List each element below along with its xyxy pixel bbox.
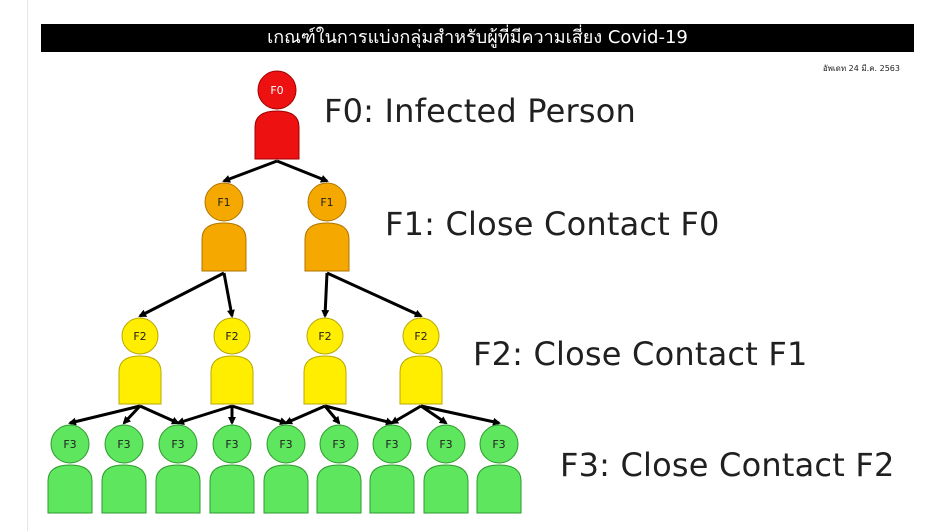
person-head: [104, 424, 144, 464]
person-id-text: F1: [217, 196, 230, 209]
contact-arrow: [420, 404, 448, 425]
person-body: [210, 355, 254, 405]
person-id-text: F3: [171, 438, 184, 451]
person-head: [158, 424, 198, 464]
contact-arrow: [284, 404, 326, 425]
person-body: [263, 464, 309, 514]
left-divider: [27, 0, 28, 531]
person-body: [118, 355, 162, 405]
person-f3: F3: [476, 424, 522, 514]
person-f3: F3: [101, 424, 147, 514]
person-id-text: F0: [270, 84, 283, 97]
update-date: อัพเดท 24 มี.ค. 2563: [822, 64, 900, 73]
person-body: [254, 110, 300, 160]
person-head: [204, 182, 244, 222]
contact-arrow: [231, 404, 288, 426]
person-body: [476, 464, 522, 514]
person-f3: F3: [369, 424, 415, 514]
person-body: [304, 222, 350, 272]
person-id-text: F3: [385, 438, 398, 451]
person-id-text: F2: [318, 330, 331, 343]
person-id-text: F3: [332, 438, 345, 451]
person-f2: F2: [303, 317, 347, 405]
person-body: [369, 464, 415, 514]
contact-arrow: [321, 272, 330, 318]
person-id-text: F3: [117, 438, 130, 451]
person-body: [209, 464, 255, 514]
person-id-text: F1: [320, 196, 333, 209]
person-id-text: F2: [133, 330, 146, 343]
contact-arrow: [390, 404, 422, 425]
person-f2: F2: [118, 317, 162, 405]
person-f3: F3: [209, 424, 255, 514]
person-id-text: F3: [63, 438, 76, 451]
person-id-text: F3: [279, 438, 292, 451]
person-body: [303, 355, 347, 405]
person-head: [426, 424, 466, 464]
person-body: [155, 464, 201, 514]
contact-arrow: [323, 405, 341, 425]
person-f3: F3: [155, 424, 201, 514]
person-f1: F1: [304, 182, 350, 272]
person-f3: F3: [47, 424, 93, 514]
person-id-text: F3: [225, 438, 238, 451]
person-head: [307, 182, 347, 222]
contact-arrow: [276, 159, 329, 183]
contact-arrow: [68, 404, 141, 426]
person-head: [319, 424, 359, 464]
person-head: [121, 317, 159, 355]
person-head: [213, 317, 251, 355]
contact-arrow: [222, 272, 235, 318]
level-label-f2: F2: Close Contact F1: [473, 335, 808, 373]
contact-arrow: [420, 404, 501, 426]
contact-arrow: [122, 404, 142, 425]
person-id-text: F3: [492, 438, 505, 451]
person-head: [479, 424, 519, 464]
level-label-f3: F3: Close Contact F2: [560, 446, 895, 484]
person-f3: F3: [316, 424, 362, 514]
page-title: เกณฑ์ในการแบ่งกลุ่มสำหรับผู้ที่มีความเสี…: [267, 27, 688, 48]
person-id-text: F2: [225, 330, 238, 343]
level-label-f1: F1: Close Contact F0: [385, 205, 720, 243]
person-f3: F3: [423, 424, 469, 514]
person-body: [423, 464, 469, 514]
person-body: [316, 464, 362, 514]
person-head: [372, 424, 412, 464]
person-head: [50, 424, 90, 464]
person-f2: F2: [399, 317, 443, 405]
person-f2: F2: [210, 317, 254, 405]
person-id-text: F2: [414, 330, 427, 343]
person-head: [257, 70, 297, 110]
title-bar: เกณฑ์ในการแบ่งกลุ่มสำหรับผู้ที่มีความเสี…: [41, 24, 914, 52]
person-body: [399, 355, 443, 405]
person-f0: F0: [254, 70, 300, 160]
contact-arrow: [176, 404, 233, 426]
person-f1: F1: [201, 182, 247, 272]
level-label-f0: F0: Infected Person: [324, 92, 637, 130]
person-head: [306, 317, 344, 355]
person-f3: F3: [263, 424, 309, 514]
person-body: [101, 464, 147, 514]
contact-arrow: [139, 404, 180, 425]
contact-arrow: [222, 159, 278, 183]
person-head: [212, 424, 252, 464]
contact-arrow: [138, 271, 225, 318]
contact-arrows: [68, 159, 501, 426]
person-head: [402, 317, 440, 355]
contact-arrow: [324, 404, 394, 426]
person-body: [201, 222, 247, 272]
person-head: [266, 424, 306, 464]
contact-arrow: [326, 271, 423, 318]
person-body: [47, 464, 93, 514]
person-id-text: F3: [439, 438, 452, 451]
